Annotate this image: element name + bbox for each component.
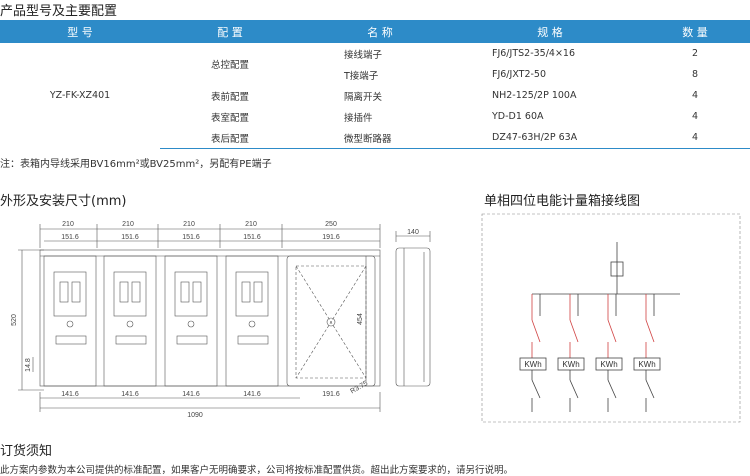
config-cell: 总控配置 bbox=[210, 60, 249, 71]
inner-dim-5: 191.6 bbox=[322, 234, 340, 241]
name-cell: 接线端子 bbox=[344, 49, 383, 61]
table-row: YZ-FK-XZ401 总控配置 接线端子 FJ6/JTS2-35/4×16 2 bbox=[0, 43, 750, 101]
offset-dim: 14.8 bbox=[25, 358, 32, 372]
table-row: 表室配置 接插件 YD-D1 60A 4 bbox=[0, 106, 750, 127]
dimension-drawing: 210 210 210 210 250 151.6 151.6 151.6 15… bbox=[11, 221, 431, 419]
spec-cell: DZ47-63H/2P 63A bbox=[460, 127, 640, 149]
wiring-section-title: 单相四位电能计量箱接线图 bbox=[484, 194, 641, 209]
order-text: 此方案内参数为本公司提供的标准配置，如果客户无明确要求，公司将按标准配置供货。超… bbox=[0, 465, 514, 476]
inner-height-dim: 454 bbox=[357, 313, 364, 325]
name-cell: 隔离开关 bbox=[344, 91, 383, 103]
spec-cell: NH2-125/2P 100A bbox=[492, 90, 577, 101]
spec-table: 型 号 配 置 名 称 规 格 数 量 YZ-FK-XZ401 总控配置 接线端… bbox=[0, 20, 750, 149]
name-cell: 微型断路器 bbox=[300, 127, 460, 149]
header-config: 配 置 bbox=[160, 20, 300, 43]
bottom-dim-3: 141.6 bbox=[182, 391, 200, 398]
bottom-dim-4: 141.6 bbox=[243, 391, 261, 398]
model-cell: YZ-FK-XZ401 bbox=[49, 90, 111, 102]
inner-dim-4: 151.6 bbox=[243, 234, 261, 241]
header-name: 名 称 bbox=[300, 20, 460, 43]
radius-dim: R3.75 bbox=[349, 380, 369, 395]
height-dim: 520 bbox=[11, 314, 18, 326]
qty-cell: 4 bbox=[640, 127, 750, 149]
dimension-section-title: 外形及安装尺寸(mm) bbox=[0, 194, 127, 209]
spec-cell: FJ6/JXT2-50 bbox=[492, 69, 547, 80]
spec-cell: FJ6/JTS2-35/4×16 bbox=[492, 48, 575, 59]
order-section-title: 订货须知 bbox=[0, 444, 53, 459]
table-header-row: 型 号 配 置 名 称 规 格 数 量 bbox=[0, 20, 750, 43]
meter-label-2: KWh bbox=[562, 360, 579, 369]
top-dim-5: 250 bbox=[325, 221, 337, 228]
header-qty: 数 量 bbox=[640, 20, 750, 43]
table-row: T接端子 FJ6/JXT2-50 8 bbox=[0, 64, 750, 85]
qty-cell: 4 bbox=[691, 111, 699, 122]
total-width-dim: 1090 bbox=[187, 412, 203, 419]
name-cell: T接端子 bbox=[344, 70, 379, 82]
product-section-title: 产品型号及主要配置 bbox=[0, 4, 118, 19]
header-spec: 规 格 bbox=[460, 20, 640, 43]
config-cell: 表前配置 bbox=[210, 91, 249, 103]
name-cell: 接插件 bbox=[344, 112, 373, 124]
top-dim-2: 210 bbox=[122, 221, 134, 228]
top-dim-3: 210 bbox=[183, 221, 195, 228]
meter-label-1: KWh bbox=[524, 360, 541, 369]
inner-dim-3: 151.6 bbox=[182, 234, 200, 241]
config-cell: 表室配置 bbox=[210, 112, 249, 124]
bottom-dim-2: 141.6 bbox=[121, 391, 139, 398]
qty-cell: 8 bbox=[691, 69, 699, 80]
inner-dim-1: 151.6 bbox=[61, 234, 79, 241]
top-dim-1: 210 bbox=[62, 221, 74, 228]
spec-cell: YD-D1 60A bbox=[492, 111, 544, 122]
bottom-dim-5: 191.6 bbox=[322, 391, 340, 398]
table-row: 表后配置 微型断路器 DZ47-63H/2P 63A 4 bbox=[0, 127, 750, 149]
config-cell: 表后配置 bbox=[160, 127, 300, 149]
table-row: 表前配置 隔离开关 NH2-125/2P 100A 4 bbox=[0, 85, 750, 106]
top-dim-4: 210 bbox=[245, 221, 257, 228]
qty-cell: 2 bbox=[691, 48, 699, 59]
side-depth-dim: 140 bbox=[407, 229, 419, 236]
wire-note: 注：表箱内导线采用BV16mm²或BV25mm²，另配有PE端子 bbox=[0, 159, 272, 170]
bottom-dim-1: 141.6 bbox=[61, 391, 79, 398]
meter-label-4: KWh bbox=[638, 360, 655, 369]
inner-dim-2: 151.6 bbox=[121, 234, 139, 241]
header-model: 型 号 bbox=[0, 20, 160, 43]
meter-label-3: KWh bbox=[600, 360, 617, 369]
qty-cell: 4 bbox=[691, 90, 699, 101]
wiring-diagram: KWh KWh KWh KWh bbox=[481, 213, 741, 423]
